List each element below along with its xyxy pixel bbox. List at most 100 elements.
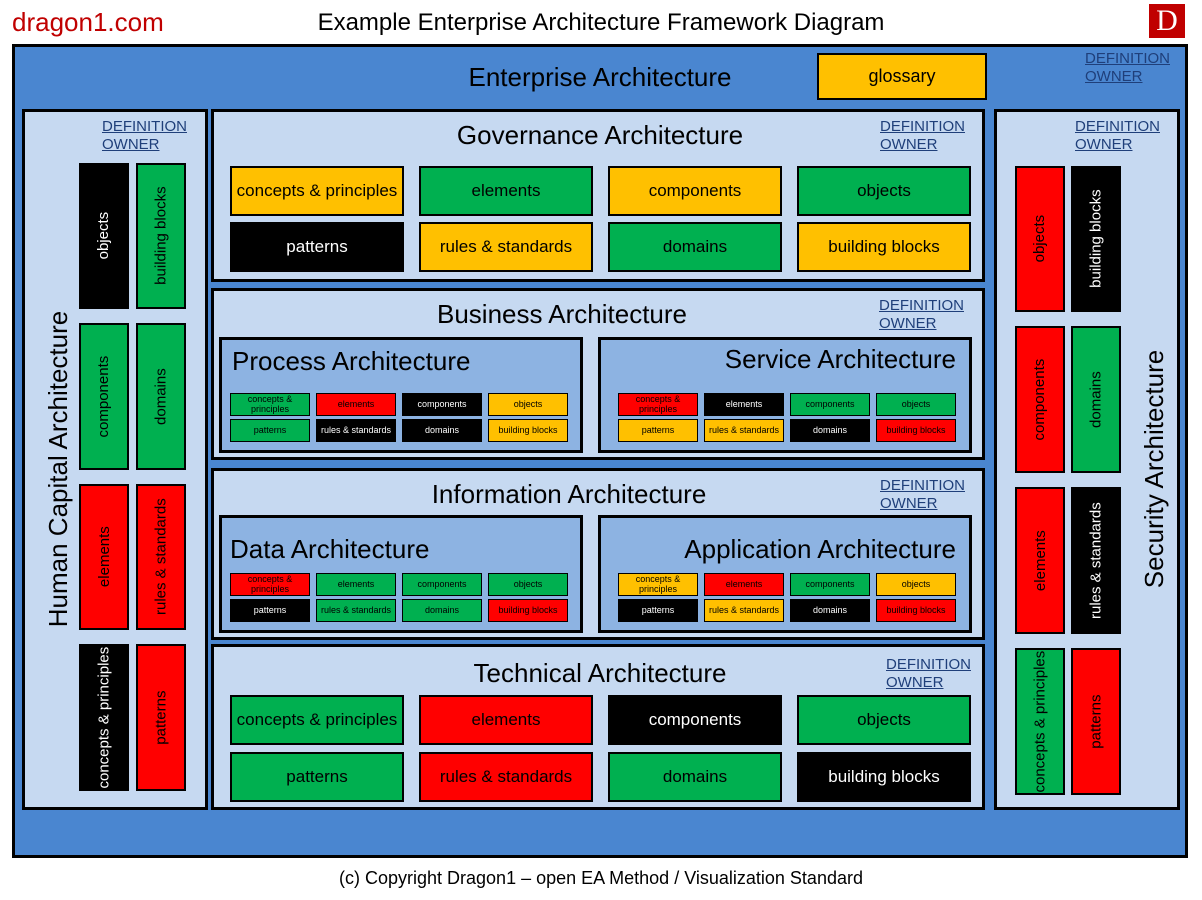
- service-components-box[interactable]: components: [790, 393, 870, 416]
- service-domains-box[interactable]: domains: [790, 419, 870, 442]
- process-objects-box[interactable]: objects: [488, 393, 568, 416]
- service-architecture-title: Service Architecture: [724, 344, 956, 374]
- technical-patterns-box[interactable]: patterns: [230, 752, 404, 802]
- application-objects-label: objects: [901, 578, 931, 589]
- technical-patterns-label: patterns: [286, 767, 348, 787]
- technical-components-label: components: [648, 710, 742, 730]
- application-elements-box[interactable]: elements: [704, 573, 784, 596]
- technical-rules-and-standards-label: rules & standards: [439, 767, 573, 787]
- human-capital-domains-box[interactable]: domains: [136, 323, 186, 470]
- service-building-blocks-box[interactable]: building blocks: [876, 419, 956, 442]
- glossary-box[interactable]: glossary: [817, 53, 987, 100]
- technical-objects-box[interactable]: objects: [797, 695, 971, 745]
- technical-elements-label: elements: [471, 710, 541, 730]
- service-domains-label: domains: [812, 424, 848, 435]
- application-architecture-title: Application Architecture: [684, 534, 956, 564]
- data-architecture-title: Data Architecture: [230, 534, 430, 564]
- service-concepts-and-principles-label: concepts & principles: [635, 394, 681, 414]
- application-patterns-box[interactable]: patterns: [618, 599, 698, 622]
- data-rules-and-standards-box[interactable]: rules & standards: [316, 599, 396, 622]
- security-rules-and-standards-box[interactable]: rules & standards: [1071, 487, 1121, 634]
- human-capital-building-blocks-box[interactable]: building blocks: [136, 163, 186, 309]
- technical-components-box[interactable]: components: [608, 695, 782, 745]
- technical-elements-box[interactable]: elements: [419, 695, 593, 745]
- process-architecture-title: Process Architecture: [232, 346, 471, 376]
- security-domains-box[interactable]: domains: [1071, 326, 1121, 473]
- service-objects-box[interactable]: objects: [876, 393, 956, 416]
- business-architecture-title: Business Architecture: [436, 299, 687, 329]
- data-components-box[interactable]: components: [402, 573, 482, 596]
- data-concepts-and-principles-label: concepts & principles: [247, 574, 293, 594]
- process-components-box[interactable]: components: [402, 393, 482, 416]
- governance-concepts-and-principles-box[interactable]: concepts & principles: [230, 166, 404, 216]
- service-patterns-box[interactable]: patterns: [618, 419, 698, 442]
- security-elements-box[interactable]: elements: [1015, 487, 1065, 634]
- application-domains-label: domains: [812, 604, 848, 615]
- human-capital-concepts-and-principles-box[interactable]: concepts & principles: [79, 644, 129, 791]
- application-elements-label: elements: [725, 578, 763, 589]
- security-building-blocks-box[interactable]: building blocks: [1071, 166, 1121, 312]
- application-domains-box[interactable]: domains: [790, 599, 870, 622]
- security-concepts-and-principles-box[interactable]: concepts & principles: [1015, 648, 1065, 795]
- data-components-label: components: [417, 578, 467, 589]
- security-objects-box[interactable]: objects: [1015, 166, 1065, 312]
- governance-building-blocks-box[interactable]: building blocks: [797, 222, 971, 272]
- process-objects-label: objects: [513, 398, 543, 409]
- human-capital-objects-box[interactable]: objects: [79, 163, 129, 309]
- human-capital-architecture-title: Human Capital Architecture: [42, 310, 73, 628]
- data-domains-box[interactable]: domains: [402, 599, 482, 622]
- security-components-box[interactable]: components: [1015, 326, 1065, 473]
- application-patterns-label: patterns: [641, 604, 675, 615]
- process-elements-box[interactable]: elements: [316, 393, 396, 416]
- technical-objects-label: objects: [857, 710, 911, 730]
- data-elements-box[interactable]: elements: [316, 573, 396, 596]
- governance-domains-box[interactable]: domains: [608, 222, 782, 272]
- human-capital-rules-and-standards-box[interactable]: rules & standards: [136, 484, 186, 630]
- application-concepts-and-principles-label: concepts & principles: [635, 574, 681, 594]
- data-concepts-and-principles-box[interactable]: concepts & principles: [230, 573, 310, 596]
- service-concepts-and-principles-box[interactable]: concepts & principles: [618, 393, 698, 416]
- technical-building-blocks-box[interactable]: building blocks: [797, 752, 971, 802]
- process-rules-and-standards-box[interactable]: rules & standards: [316, 419, 396, 442]
- data-domains-label: domains: [424, 604, 460, 615]
- technical-domains-label: domains: [662, 767, 728, 787]
- human-capital-elements-box[interactable]: elements: [79, 484, 129, 630]
- human-capital-patterns-label: patterns: [152, 690, 170, 745]
- enterprise-architecture-title: Enterprise Architecture: [468, 62, 732, 92]
- security-elements-label: elements: [1031, 530, 1049, 591]
- governance-domains-label: domains: [662, 237, 728, 257]
- data-building-blocks-box[interactable]: building blocks: [488, 599, 568, 622]
- process-patterns-box[interactable]: patterns: [230, 419, 310, 442]
- technical-rules-and-standards-box[interactable]: rules & standards: [419, 752, 593, 802]
- human-capital-patterns-box[interactable]: patterns: [136, 644, 186, 791]
- technical-concepts-and-principles-box[interactable]: concepts & principles: [230, 695, 404, 745]
- human-capital-components-box[interactable]: components: [79, 323, 129, 470]
- governance-objects-box[interactable]: objects: [797, 166, 971, 216]
- process-concepts-and-principles-box[interactable]: concepts & principles: [230, 393, 310, 416]
- technical-domains-box[interactable]: domains: [608, 752, 782, 802]
- data-patterns-box[interactable]: patterns: [230, 599, 310, 622]
- application-rules-and-standards-box[interactable]: rules & standards: [704, 599, 784, 622]
- application-objects-box[interactable]: objects: [876, 573, 956, 596]
- application-concepts-and-principles-box[interactable]: concepts & principles: [618, 573, 698, 596]
- application-components-box[interactable]: components: [790, 573, 870, 596]
- process-domains-box[interactable]: domains: [402, 419, 482, 442]
- data-objects-box[interactable]: objects: [488, 573, 568, 596]
- service-rules-and-standards-box[interactable]: rules & standards: [704, 419, 784, 442]
- security-patterns-box[interactable]: patterns: [1071, 648, 1121, 795]
- governance-rules-and-standards-box[interactable]: rules & standards: [419, 222, 593, 272]
- process-building-blocks-box[interactable]: building blocks: [488, 419, 568, 442]
- governance-elements-box[interactable]: elements: [419, 166, 593, 216]
- governance-elements-label: elements: [471, 181, 541, 201]
- governance-patterns-box[interactable]: patterns: [230, 222, 404, 272]
- service-elements-box[interactable]: elements: [704, 393, 784, 416]
- governance-components-box[interactable]: components: [608, 166, 782, 216]
- application-building-blocks-box[interactable]: building blocks: [876, 599, 956, 622]
